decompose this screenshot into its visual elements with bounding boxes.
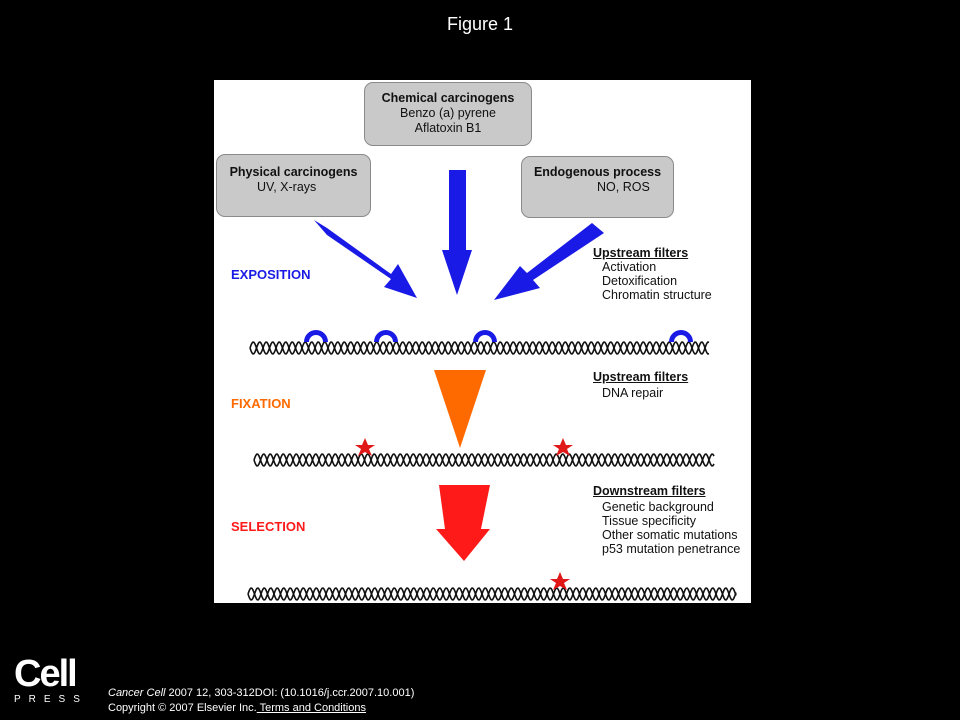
filter-item: p53 mutation penetrance xyxy=(602,542,741,556)
dna-strand-2 xyxy=(253,453,715,467)
box-chemical-line-1: Benzo (a) pyrene xyxy=(400,106,496,120)
filter-heading: Downstream filters xyxy=(593,484,706,498)
terms-link[interactable]: Terms and Conditions xyxy=(256,702,366,714)
box-physical-title: Physical carcinogens xyxy=(229,165,358,179)
arrow-selection xyxy=(436,485,490,561)
box-endogenous-line-1: NO, ROS xyxy=(597,180,650,194)
box-chemical-title: Chemical carcinogens xyxy=(381,91,515,105)
filter-item: DNA repair xyxy=(602,386,664,400)
footer-copyright: Copyright © 2007 Elsevier Inc. xyxy=(108,702,257,714)
filter-group-exposition: Upstream filters Activation Detoxificati… xyxy=(593,246,712,302)
box-endogenous-process: Endogenous process NO, ROS xyxy=(521,156,674,218)
filter-item: Chromatin structure xyxy=(602,288,712,302)
filter-heading: Upstream filters xyxy=(593,370,689,384)
filter-item: Genetic background xyxy=(602,500,714,514)
box-chemical-line-2: Aflatoxin B1 xyxy=(414,121,482,135)
footer-citation: 2007 12, 303-312DOI: (10.1016/j.ccr.2007… xyxy=(165,687,415,699)
filter-item: Tissue specificity xyxy=(602,514,697,528)
stage-exposition: EXPOSITION xyxy=(231,267,311,282)
cell-press-logo: Cell PRESS xyxy=(14,653,88,706)
dna-strand-1 xyxy=(249,341,710,355)
adduct-markers xyxy=(304,330,693,342)
mutation-star xyxy=(355,438,375,456)
footer: Cancer Cell 2007 12, 303-312DOI: (10.101… xyxy=(108,686,414,716)
diagram-panel: Chemical carcinogens Benzo (a) pyrene Af… xyxy=(214,80,751,603)
figure-title: Figure 1 xyxy=(446,14,514,34)
arrow-fixation xyxy=(434,370,486,448)
box-physical-carcinogens: Physical carcinogens UV, X-rays xyxy=(216,154,371,217)
diagram-art xyxy=(247,170,737,601)
filter-item: Other somatic mutations xyxy=(602,528,738,542)
box-chemical-carcinogens: Chemical carcinogens Benzo (a) pyrene Af… xyxy=(364,82,532,146)
box-endogenous-title: Endogenous process xyxy=(533,165,662,179)
stage-fixation: FIXATION xyxy=(231,396,291,411)
filter-item: Activation xyxy=(602,260,657,274)
filter-group-fixation: Upstream filters DNA repair xyxy=(593,370,688,400)
logo-main: Cell xyxy=(14,653,78,695)
footer-journal: Cancer Cell xyxy=(108,687,166,699)
mutation-star xyxy=(553,438,573,456)
filter-heading: Upstream filters xyxy=(593,246,689,260)
dna-strand-3 xyxy=(247,587,737,601)
arrow-endogenous xyxy=(494,223,604,300)
stage-selection: SELECTION xyxy=(231,519,306,534)
box-physical-line-1: UV, X-rays xyxy=(257,180,317,194)
arrow-physical xyxy=(314,220,417,298)
filter-item: Detoxification xyxy=(602,274,678,288)
filter-group-selection: Downstream filters Genetic background Ti… xyxy=(593,484,740,556)
mutation-stars xyxy=(355,438,573,590)
arrow-chemical xyxy=(442,170,472,295)
logo-sub: PRESS xyxy=(14,694,88,705)
mutation-star xyxy=(550,572,570,590)
